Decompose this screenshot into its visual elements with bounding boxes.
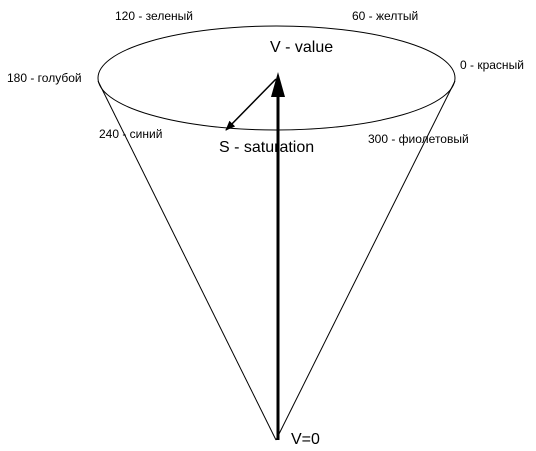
label-blue: 240 - синий [99,127,162,141]
saturation-arrow [225,78,277,131]
label-green: 120 - зеленый [115,9,193,23]
label-value-axis: V - value [270,39,333,56]
label-saturation: S - saturation [219,139,314,156]
label-red: 0 - красный [460,58,524,72]
value-axis-arrowhead [271,72,285,97]
cone-right-side [275,80,456,441]
label-cyan: 180 - голубой [7,71,82,85]
cone-left-side [97,80,277,441]
label-magenta: 300 - фиолетовый [368,132,469,146]
label-apex: V=0 [291,431,320,448]
label-yellow: 60 - желтый [352,9,418,23]
